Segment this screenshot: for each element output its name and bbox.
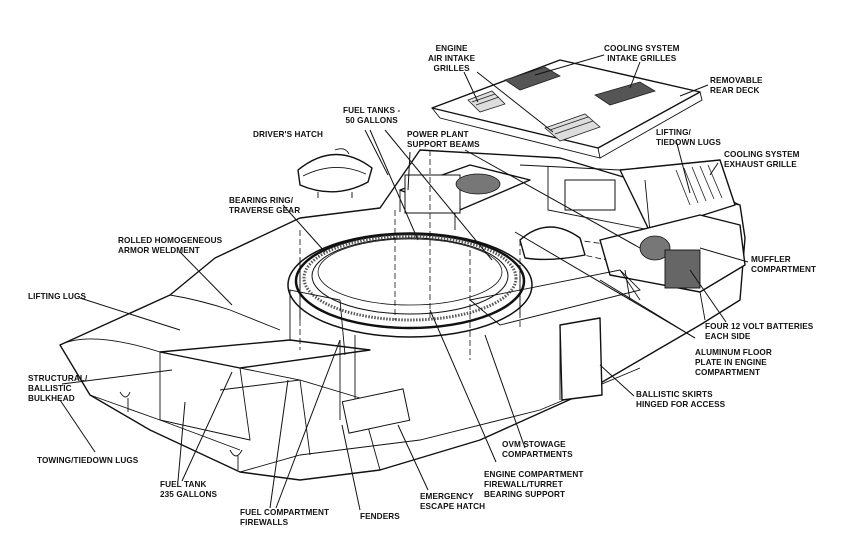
label-bearing-ring-traverse-gear: BEARING RING/ TRAVERSE GEAR	[229, 196, 301, 215]
traverse-gear	[302, 234, 518, 322]
label-engine-air-intake-grilles: ENGINE AIR INTAKE GRILLES	[428, 44, 476, 73]
label-lifting-tiedown-lugs: LIFTING/ TIEDOWN LUGS	[656, 128, 721, 147]
label-muffler-compartment: MUFFLER COMPARTMENT	[751, 255, 817, 274]
driver-compartment	[289, 289, 346, 356]
batteries	[664, 249, 701, 289]
escape-hatch	[341, 388, 411, 434]
exhaust-housing	[619, 159, 736, 233]
label-fuel-compartment-firewalls: FUEL COMPARTMENT FIREWALLS	[240, 508, 330, 527]
label-fuel-tank-235: FUEL TANK 235 GALLONS	[160, 480, 218, 499]
label-emergency-escape-hatch: EMERGENCY ESCAPE HATCH	[420, 492, 486, 511]
cooling-intake-grille-1	[504, 66, 561, 91]
floor-plate	[468, 269, 641, 326]
label-cooling-system-intake-grilles: COOLING SYSTEM INTAKE GRILLES	[604, 44, 680, 63]
label-power-plant-support-beams: POWER PLANT SUPPORT BEAMS	[407, 130, 480, 149]
label-fuel-tanks-50: FUEL TANKS - 50 GALLONS	[343, 106, 401, 125]
label-four-batteries: FOUR 12 VOLT BATTERIES EACH SIDE	[705, 322, 814, 341]
label-removable-rear-deck: REMOVABLE REAR DECK	[710, 76, 763, 95]
label-rolled-homogeneous-armor: ROLLED HOMOGENEOUS ARMOR WELDMENT	[118, 236, 223, 255]
label-ovm-stowage: OVM STOWAGE COMPARTMENTS	[502, 440, 573, 459]
label-cooling-system-exhaust-grille: COOLING SYSTEM EXHAUST GRILLE	[724, 150, 800, 169]
engine-intake-grille-2	[544, 113, 601, 142]
label-lifting-lugs: LIFTING LUGS	[28, 292, 87, 301]
label-engine-compartment-firewall: ENGINE COMPARTMENT FIREWALL/TURRET BEARI…	[484, 470, 584, 499]
label-fenders: FENDERS	[360, 512, 400, 521]
label-towing-tiedown-lugs: TOWING/TIEDOWN LUGS	[37, 456, 139, 465]
fuel-tank-plate	[159, 339, 371, 369]
label-aluminum-floor-plate: ALUMINUM FLOOR PLATE IN ENGINE COMPARTME…	[695, 348, 772, 377]
label-ballistic-skirts: BALLISTIC SKIRTS HINGED FOR ACCESS	[636, 390, 726, 409]
engine-intake-grille	[467, 90, 506, 113]
cooling-intake-grille-2	[594, 81, 656, 106]
leader-lines	[59, 54, 749, 511]
engine-box	[404, 174, 461, 214]
label-structural-ballistic-bulkhead: STRUCTURAL/ BALLISTIC BULKHEAD	[28, 374, 88, 403]
drivers-hatch-part	[297, 153, 373, 193]
label-drivers-hatch: DRIVER'S HATCH	[253, 130, 324, 139]
